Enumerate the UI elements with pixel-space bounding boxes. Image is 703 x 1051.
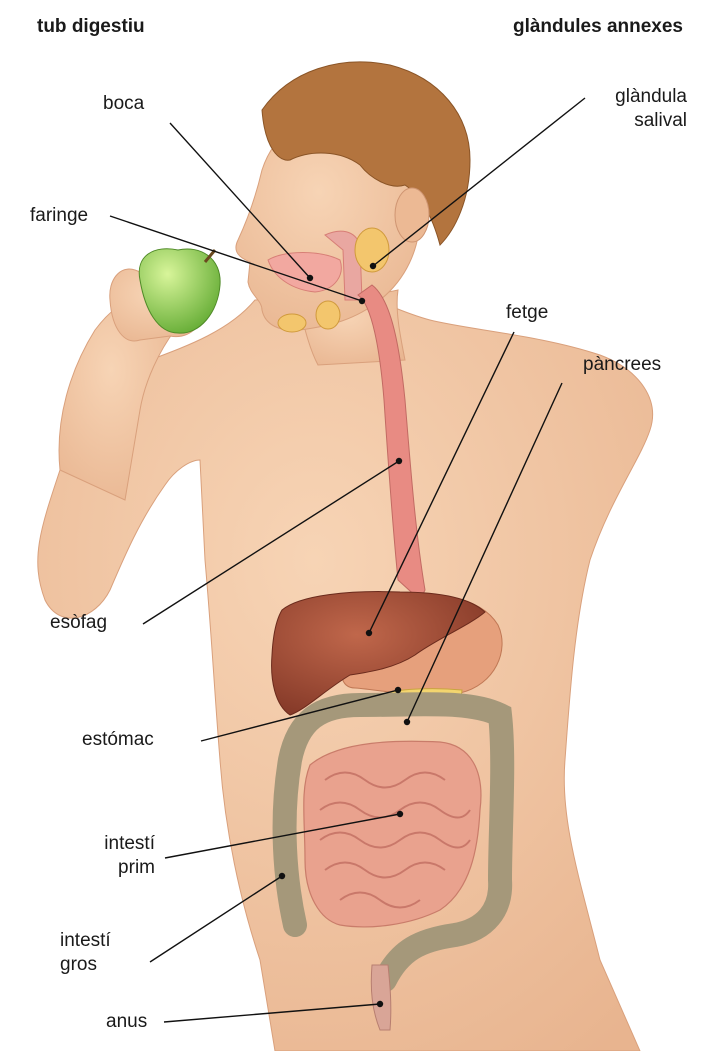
label-glandula-line1: glàndula xyxy=(615,85,687,109)
label-intesti-prim-line2: prim xyxy=(90,856,155,880)
label-anus: anus xyxy=(106,1010,147,1034)
label-faringe: faringe xyxy=(30,204,88,228)
label-intesti-gros-line1: intestí xyxy=(60,929,111,953)
header-glandules-annexes: glàndules annexes xyxy=(513,16,683,38)
label-glandula-salival: glàndula salival xyxy=(615,85,687,133)
label-boca: boca xyxy=(103,92,144,116)
label-estomac: estómac xyxy=(82,728,154,752)
ear xyxy=(395,188,429,242)
label-intesti-gros: intestí gros xyxy=(60,929,111,977)
label-glandula-line2: salival xyxy=(615,109,687,133)
label-esofag: esòfag xyxy=(50,611,107,635)
label-fetge: fetge xyxy=(506,301,548,325)
label-pancrees: pàncrees xyxy=(583,353,661,377)
label-intesti-prim-line1: intestí xyxy=(90,832,155,856)
label-intesti-prim: intestí prim xyxy=(90,832,155,880)
header-tub-digestiu: tub digestiu xyxy=(37,16,145,38)
label-intesti-gros-line2: gros xyxy=(60,953,111,977)
